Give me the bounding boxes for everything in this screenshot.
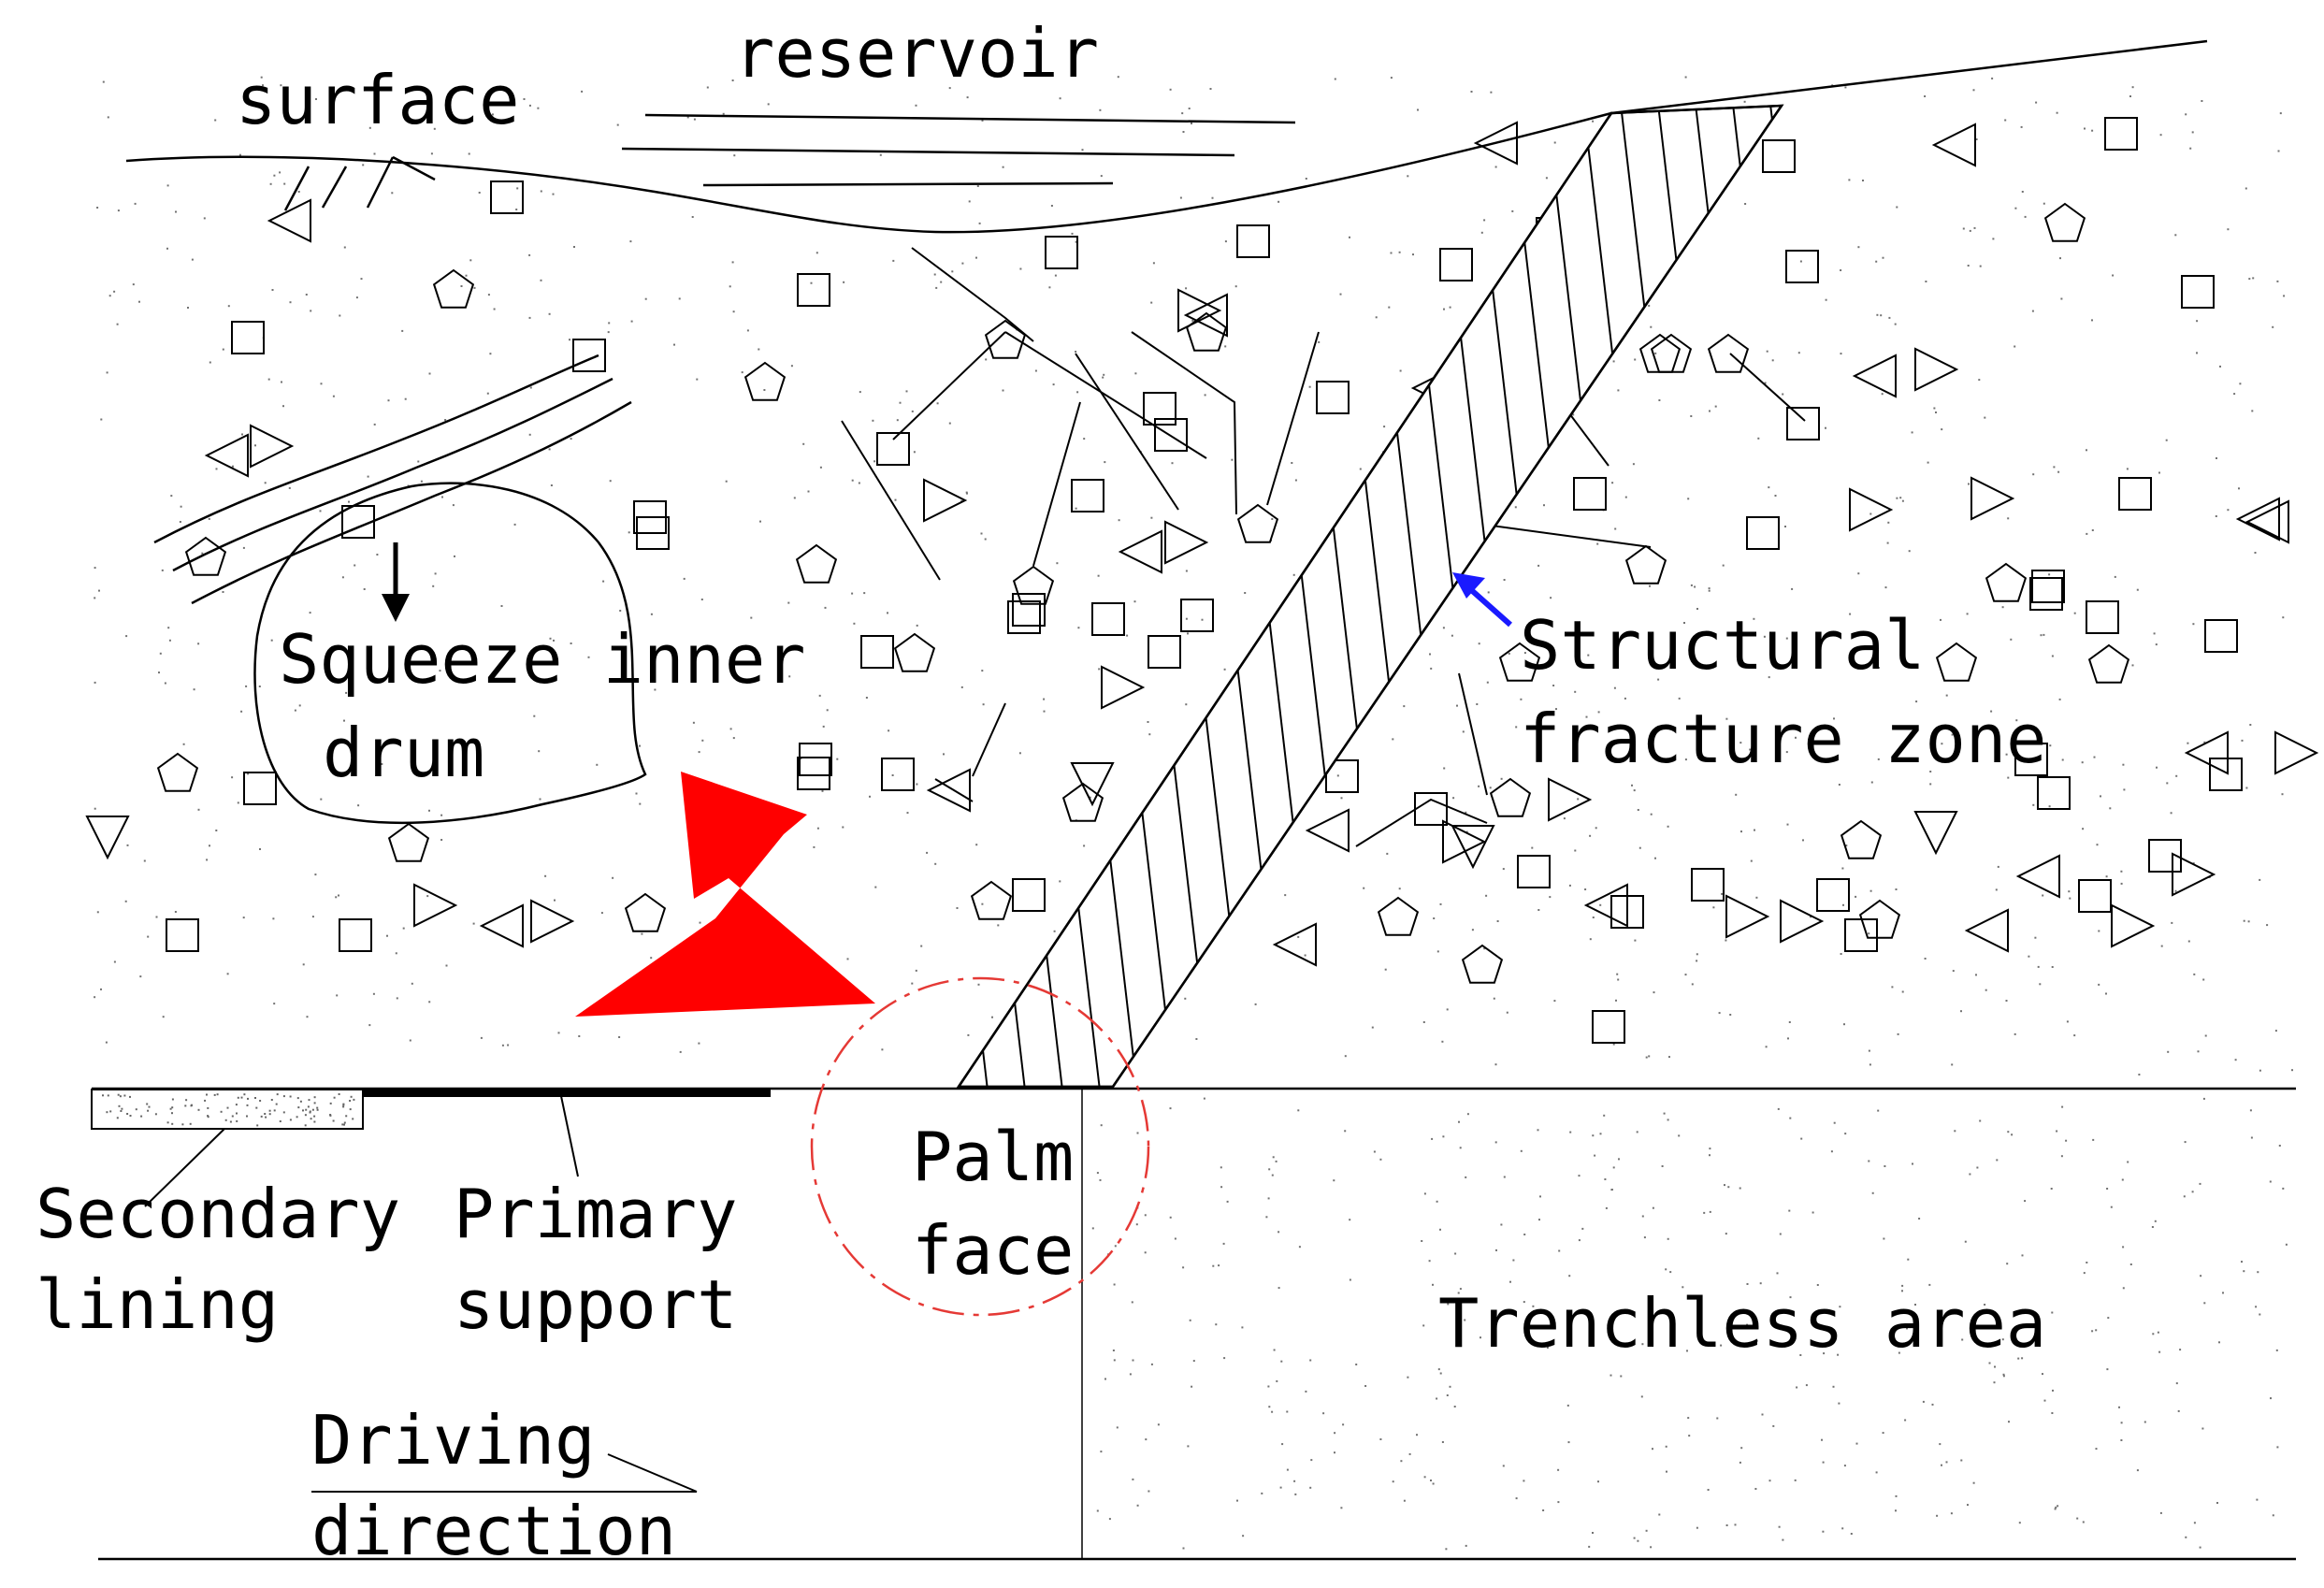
secondary-lining-box	[91, 1089, 364, 1130]
label-primary-line2: support	[454, 1265, 737, 1344]
label-squeeze-line2: drum	[323, 714, 484, 792]
wavy-layer-lines	[153, 354, 632, 605]
label-palm-line2: face	[912, 1211, 1074, 1290]
driving-direction-arrow	[311, 1453, 698, 1493]
label-driving-line1: Driving	[311, 1401, 595, 1480]
label-surface: surface	[236, 61, 519, 139]
label-fracture-line2: fracture zone	[1520, 700, 2047, 778]
label-reservoir: reservoir	[734, 14, 1099, 93]
label-trenchless: Trenchless area	[1438, 1284, 2046, 1363]
label-squeeze-line1: Squeeze inner	[279, 620, 806, 699]
palm-face-circle	[810, 976, 1150, 1317]
primary-support-bar	[363, 1089, 771, 1097]
label-palm-line1: Palm	[912, 1118, 1074, 1196]
label-driving-line2: direction	[311, 1492, 676, 1570]
fracture-pointer-arrow	[1452, 572, 1512, 628]
secondary-lining-leader	[144, 1128, 225, 1207]
ground-surface-line	[125, 39, 2208, 234]
red-direction-arrow	[575, 772, 875, 1017]
squeeze-arrow-down	[382, 542, 410, 622]
surface-hatch-marks	[283, 155, 436, 211]
primary-support-leader	[560, 1095, 579, 1177]
label-fracture-line1: Structural	[1520, 606, 1925, 685]
label-primary-line1: Primary	[454, 1175, 737, 1253]
reservoir-water-lines	[621, 113, 1296, 187]
secondary-lining-texture	[102, 1093, 355, 1127]
label-secondary-line2: lining	[36, 1265, 279, 1344]
squeeze-drum-outline	[253, 482, 647, 825]
label-secondary-line1: Secondary	[36, 1175, 400, 1253]
